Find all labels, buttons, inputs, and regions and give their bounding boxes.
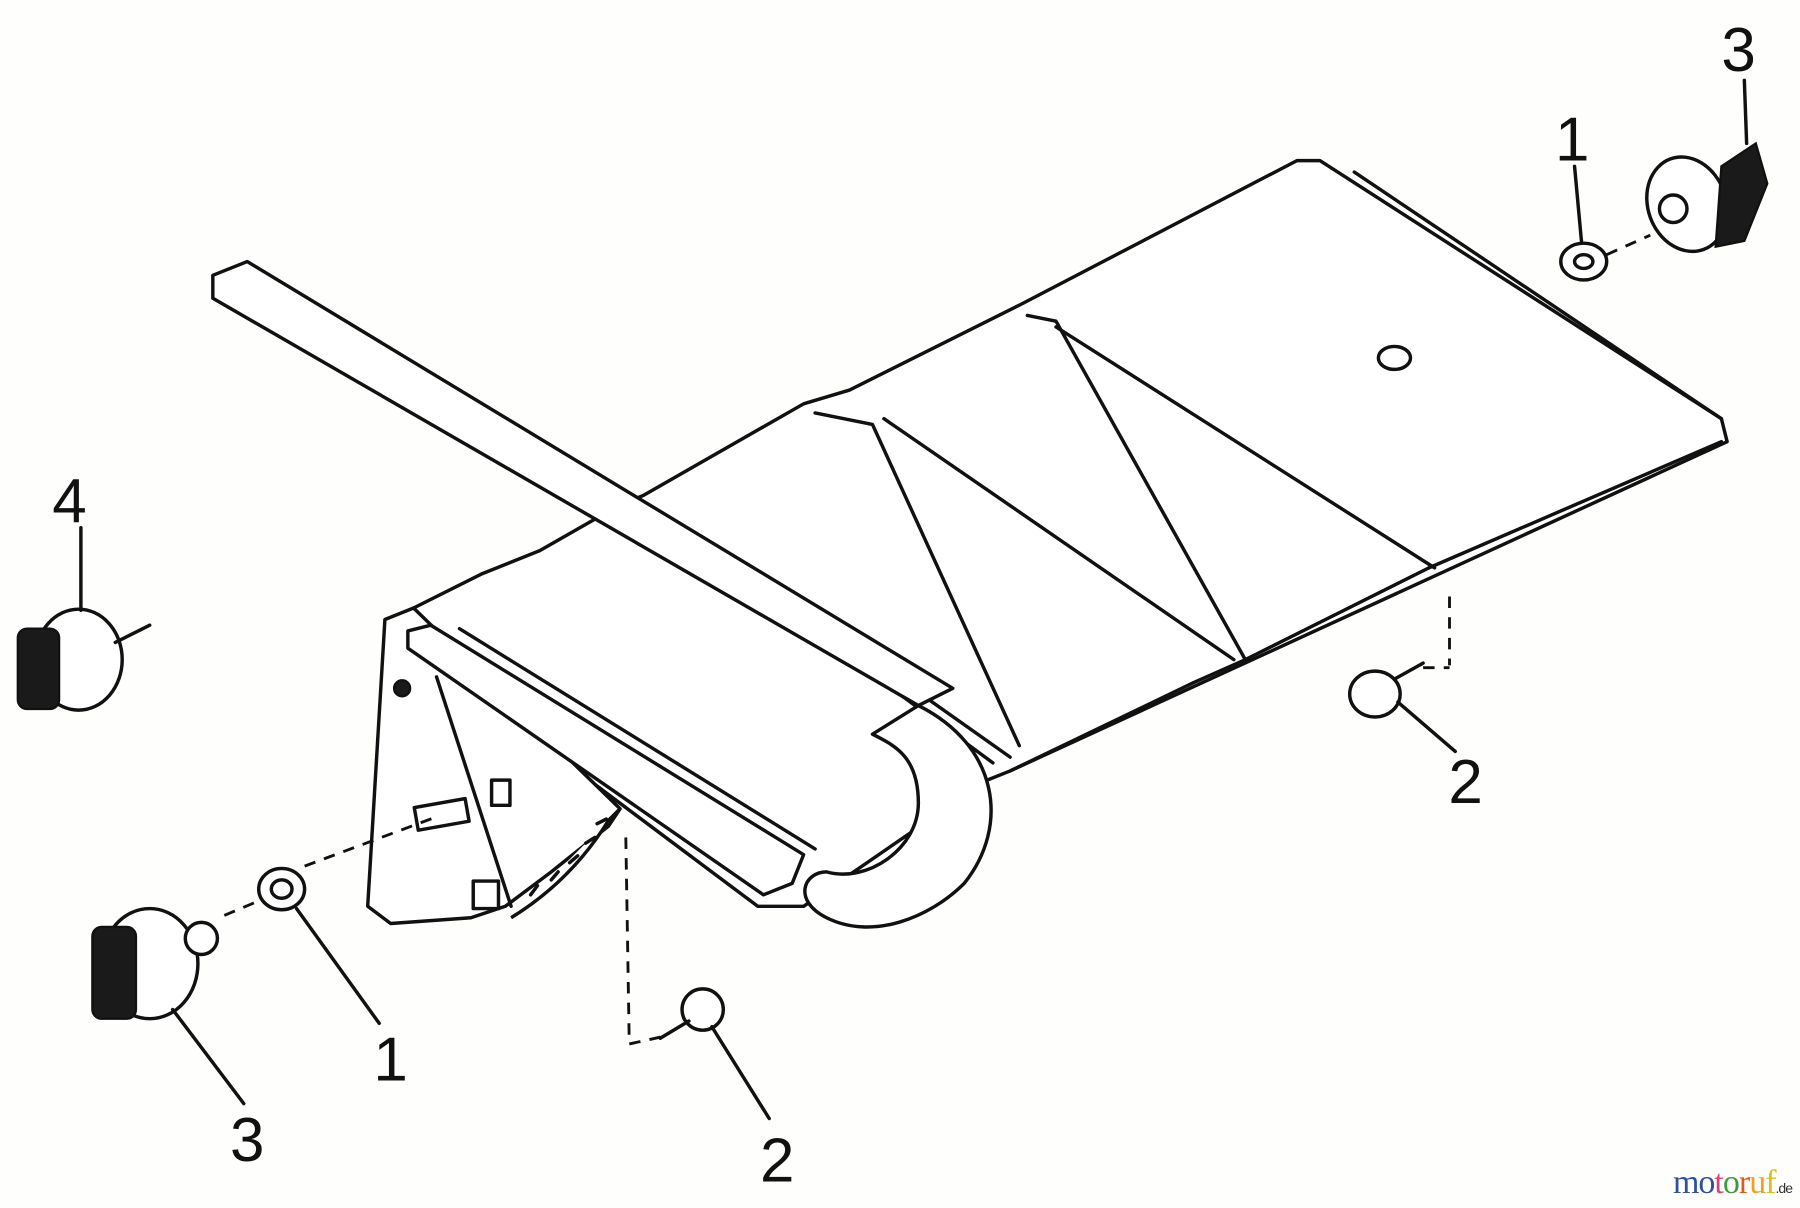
knob-left	[91, 906, 220, 1021]
watermark-letter: f	[1765, 1164, 1776, 1201]
callout-2: 2	[760, 1127, 794, 1196]
callout-2: 2	[1448, 748, 1482, 817]
watermark-letter: r	[1738, 1164, 1750, 1201]
motoruf-watermark-logo: motoruf.de	[1672, 1164, 1793, 1201]
angle-scale-ticks	[528, 817, 609, 897]
callout-1: 1	[373, 1026, 407, 1095]
thumb-screw	[16, 607, 152, 712]
callout-4: 4	[52, 467, 86, 536]
miter-fence-bar	[211, 259, 993, 929]
screw-bottom	[658, 987, 726, 1040]
watermark-letter: o	[1722, 1164, 1740, 1201]
watermark-letter: t	[1714, 1164, 1724, 1201]
watermark-letter: m	[1672, 1164, 1699, 1201]
leader-lines	[79, 78, 1749, 1121]
callout-3: 3	[230, 1106, 264, 1175]
knob-top-right	[1645, 141, 1769, 254]
screw-right	[1347, 661, 1425, 719]
pivot-screw	[392, 679, 412, 698]
watermark-letter: u	[1749, 1164, 1766, 1201]
callout-3: 3	[1721, 16, 1755, 85]
watermark-letter: o	[1698, 1164, 1715, 1201]
callout-1: 1	[1555, 106, 1589, 175]
mounting-hole	[1376, 344, 1413, 372]
